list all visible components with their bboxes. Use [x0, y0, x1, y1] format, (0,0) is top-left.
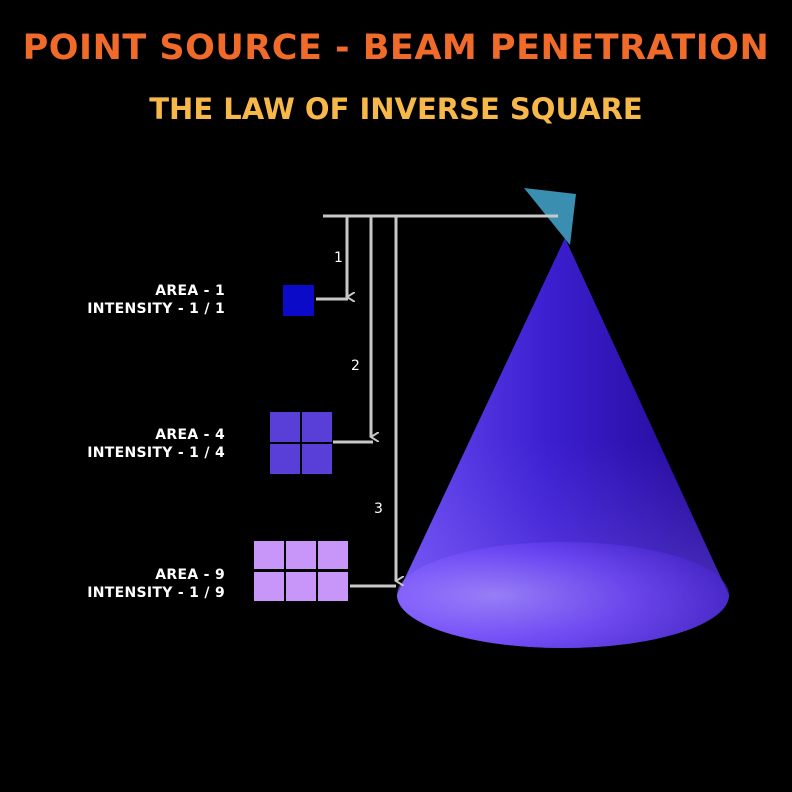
distance-arrows	[316, 216, 396, 588]
area-label-2: AREA - 4	[155, 427, 225, 443]
page-subtitle: THE LAW OF INVERSE SQUARE	[149, 92, 643, 126]
area-square-1	[283, 285, 314, 316]
area-grid-9	[254, 541, 348, 601]
area-grid-4	[270, 412, 332, 474]
beam-cone	[397, 238, 729, 648]
area-label-3: AREA - 9	[155, 567, 225, 583]
level-1-labels: AREA - 1 INTENSITY - 1 / 1	[0, 282, 225, 318]
intensity-label-1: INTENSITY - 1 / 1	[87, 301, 225, 317]
intensity-label-3: INTENSITY - 1 / 9	[87, 585, 225, 601]
distance-label-2: 2	[351, 358, 360, 374]
area-squares	[254, 285, 348, 601]
distance-label-3: 3	[374, 501, 383, 517]
page-title: POINT SOURCE - BEAM PENETRATION	[22, 28, 770, 68]
area-label-1: AREA - 1	[155, 283, 225, 299]
level-3-labels: AREA - 9 INTENSITY - 1 / 9	[0, 566, 225, 602]
level-2-labels: AREA - 4 INTENSITY - 1 / 4	[0, 426, 225, 462]
distance-label-1: 1	[334, 250, 343, 266]
intensity-label-2: INTENSITY - 1 / 4	[87, 445, 225, 461]
